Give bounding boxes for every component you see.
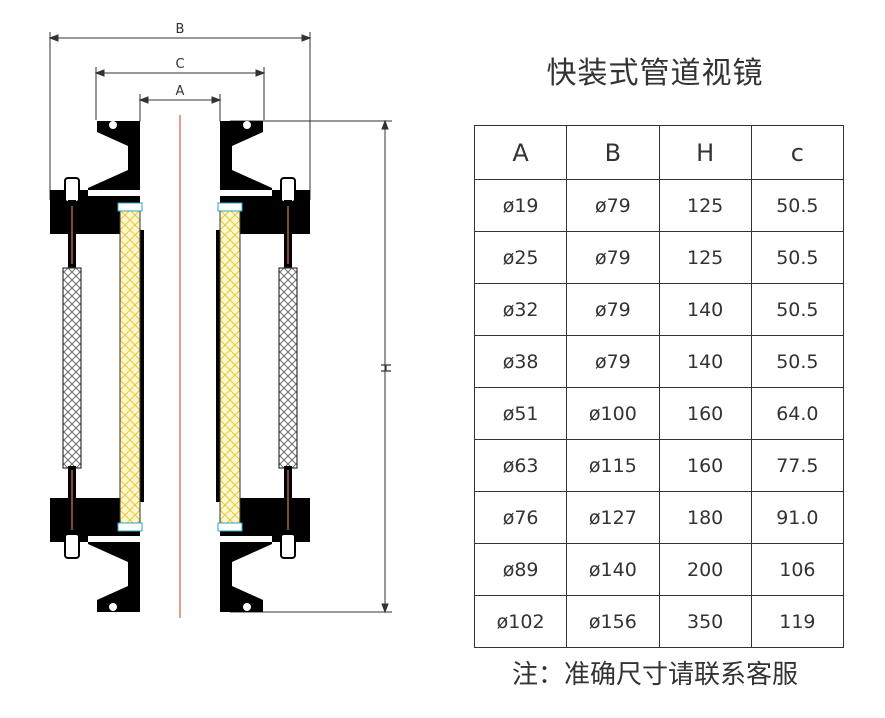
glass-right xyxy=(219,209,241,525)
cell-a: ø32 xyxy=(473,283,568,336)
seals xyxy=(117,202,243,532)
cell-h: 350 xyxy=(658,595,752,648)
cell-h: 160 xyxy=(658,387,752,440)
cell-c: 91.0 xyxy=(750,491,845,544)
tie-rod-left xyxy=(62,177,82,559)
cell-b: ø127 xyxy=(566,491,660,544)
cell-h: 125 xyxy=(658,179,752,232)
dimension-a-label: A xyxy=(176,84,185,99)
cell-b: ø79 xyxy=(566,335,660,388)
tie-rod-right xyxy=(278,177,298,559)
cell-h: 140 xyxy=(658,283,752,336)
cell-c: 50.5 xyxy=(750,231,845,284)
col-header-a: A xyxy=(473,125,568,180)
cell-c: 50.5 xyxy=(750,179,845,232)
cell-a: ø63 xyxy=(473,439,568,492)
cell-c: 77.5 xyxy=(750,439,845,492)
cell-b: ø79 xyxy=(566,283,660,336)
cell-a: ø51 xyxy=(473,387,568,440)
cell-h: 160 xyxy=(658,439,752,492)
inner-wall-right xyxy=(216,230,220,502)
cell-a: ø25 xyxy=(473,231,568,284)
cell-a: ø76 xyxy=(473,491,568,544)
cell-b: ø140 xyxy=(566,543,660,596)
cell-b: ø156 xyxy=(566,595,660,648)
cell-a: ø19 xyxy=(473,179,568,232)
dimension-c-label: C xyxy=(175,57,184,72)
cell-b: ø100 xyxy=(566,387,660,440)
cell-b: ø115 xyxy=(566,439,660,492)
cell-c: 50.5 xyxy=(750,283,845,336)
dimension-b-label: B xyxy=(176,22,185,37)
col-header-c: c xyxy=(750,125,845,180)
cell-a: ø89 xyxy=(473,543,568,596)
cell-c: 106 xyxy=(750,543,845,596)
col-header-h: H xyxy=(658,125,752,180)
dimension-c xyxy=(94,67,266,120)
dimension-h xyxy=(230,119,392,614)
cell-h: 140 xyxy=(658,335,752,388)
cell-a: ø38 xyxy=(473,335,568,388)
table-header-row: A B H c xyxy=(473,125,845,180)
flange-holes xyxy=(109,121,251,611)
page-title: 快装式管道视镜 xyxy=(546,56,764,91)
cell-c: 50.5 xyxy=(750,335,845,388)
cell-h: 200 xyxy=(658,543,752,596)
dimension-a xyxy=(138,94,222,122)
cell-c: 64.0 xyxy=(750,387,845,440)
dimension-h-label: H xyxy=(377,363,392,373)
cell-c: 119 xyxy=(750,595,845,648)
cell-h: 125 xyxy=(658,231,752,284)
inner-wall-left xyxy=(140,230,144,502)
cell-h: 180 xyxy=(658,491,752,544)
contact-note: 注：准确尺寸请联系客服 xyxy=(511,660,798,690)
cell-b: ø79 xyxy=(566,179,660,232)
glass-left xyxy=(119,209,141,525)
cell-b: ø79 xyxy=(566,231,660,284)
dimension-b xyxy=(48,32,312,200)
cell-a: ø102 xyxy=(473,595,568,648)
col-header-b: B xyxy=(566,125,660,180)
